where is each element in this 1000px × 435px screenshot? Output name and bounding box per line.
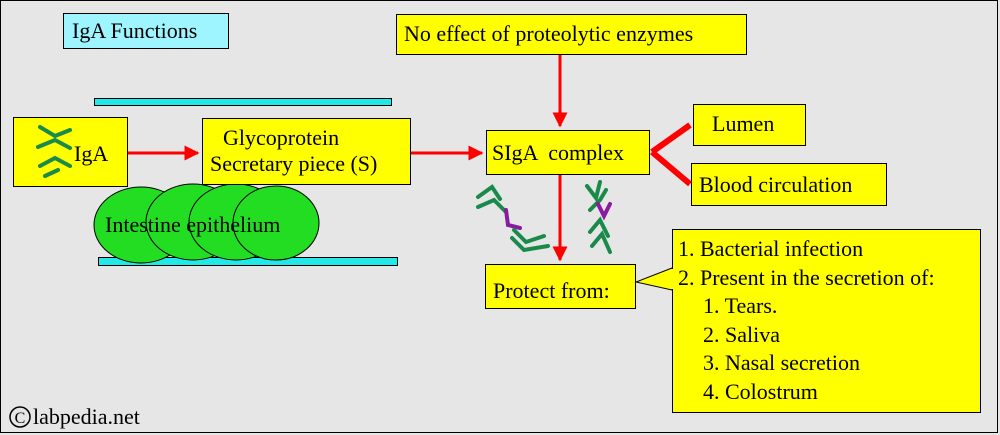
iga-label: IgA: [74, 141, 109, 166]
proteolytic-box: No effect of proteolytic enzymes: [396, 14, 747, 55]
protect-subitem-4: 4. Colostrum: [703, 378, 818, 404]
epithelium-label: Intestine epithelium: [105, 212, 281, 237]
branch-to-blood: [650, 149, 692, 187]
glycoprotein-line1: Glycoprotein: [223, 125, 340, 150]
protect-subitem-3: 3. Nasal secretion: [703, 350, 860, 375]
callout-tail: [634, 267, 673, 291]
copyright-symbol: C: [15, 410, 26, 427]
protect-subitem-2: 2. Saliva: [703, 321, 780, 347]
protect-list-box: 1. Bacterial infection 2. Present in the…: [672, 229, 981, 413]
epithelium-cell-4: [232, 185, 320, 261]
protect-item-2: 2. Present in the secretion of:: [678, 264, 935, 290]
protect-subitem-1: 1. Tears.: [703, 293, 778, 318]
diagram-title-text: IgA Functions: [72, 18, 198, 43]
lumen-box: Lumen: [693, 104, 806, 146]
siga-antibody-icon-left: [476, 184, 550, 253]
siga-complex-text: SIgA complex: [492, 140, 624, 165]
credit-text: labpedia.net: [33, 404, 140, 429]
siga-antibody-icon-right: [585, 180, 612, 254]
branch-to-lumen: [650, 122, 692, 155]
lumen-text: Lumen: [712, 111, 775, 136]
protect-text: Protect from:: [493, 278, 610, 303]
protect-item-1: 1. Bacterial infection: [678, 236, 864, 261]
blood-circulation-text: Blood circulation: [699, 172, 853, 197]
membrane-top: [94, 98, 392, 106]
glycoprotein-box: Glycoprotein Secretary piece (S): [202, 118, 411, 185]
proteolytic-text: No effect of proteolytic enzymes: [404, 21, 694, 46]
diagram-title: IgA Functions: [63, 13, 229, 49]
protect-box: Protect from:: [485, 264, 636, 309]
copyright-icon: C: [9, 406, 31, 428]
blood-circulation-box: Blood circulation: [691, 163, 887, 206]
siga-complex-box: SIgA complex: [486, 130, 650, 175]
iga-antibody-icon: [36, 125, 72, 178]
glycoprotein-line2: Secretary piece (S): [210, 151, 378, 177]
